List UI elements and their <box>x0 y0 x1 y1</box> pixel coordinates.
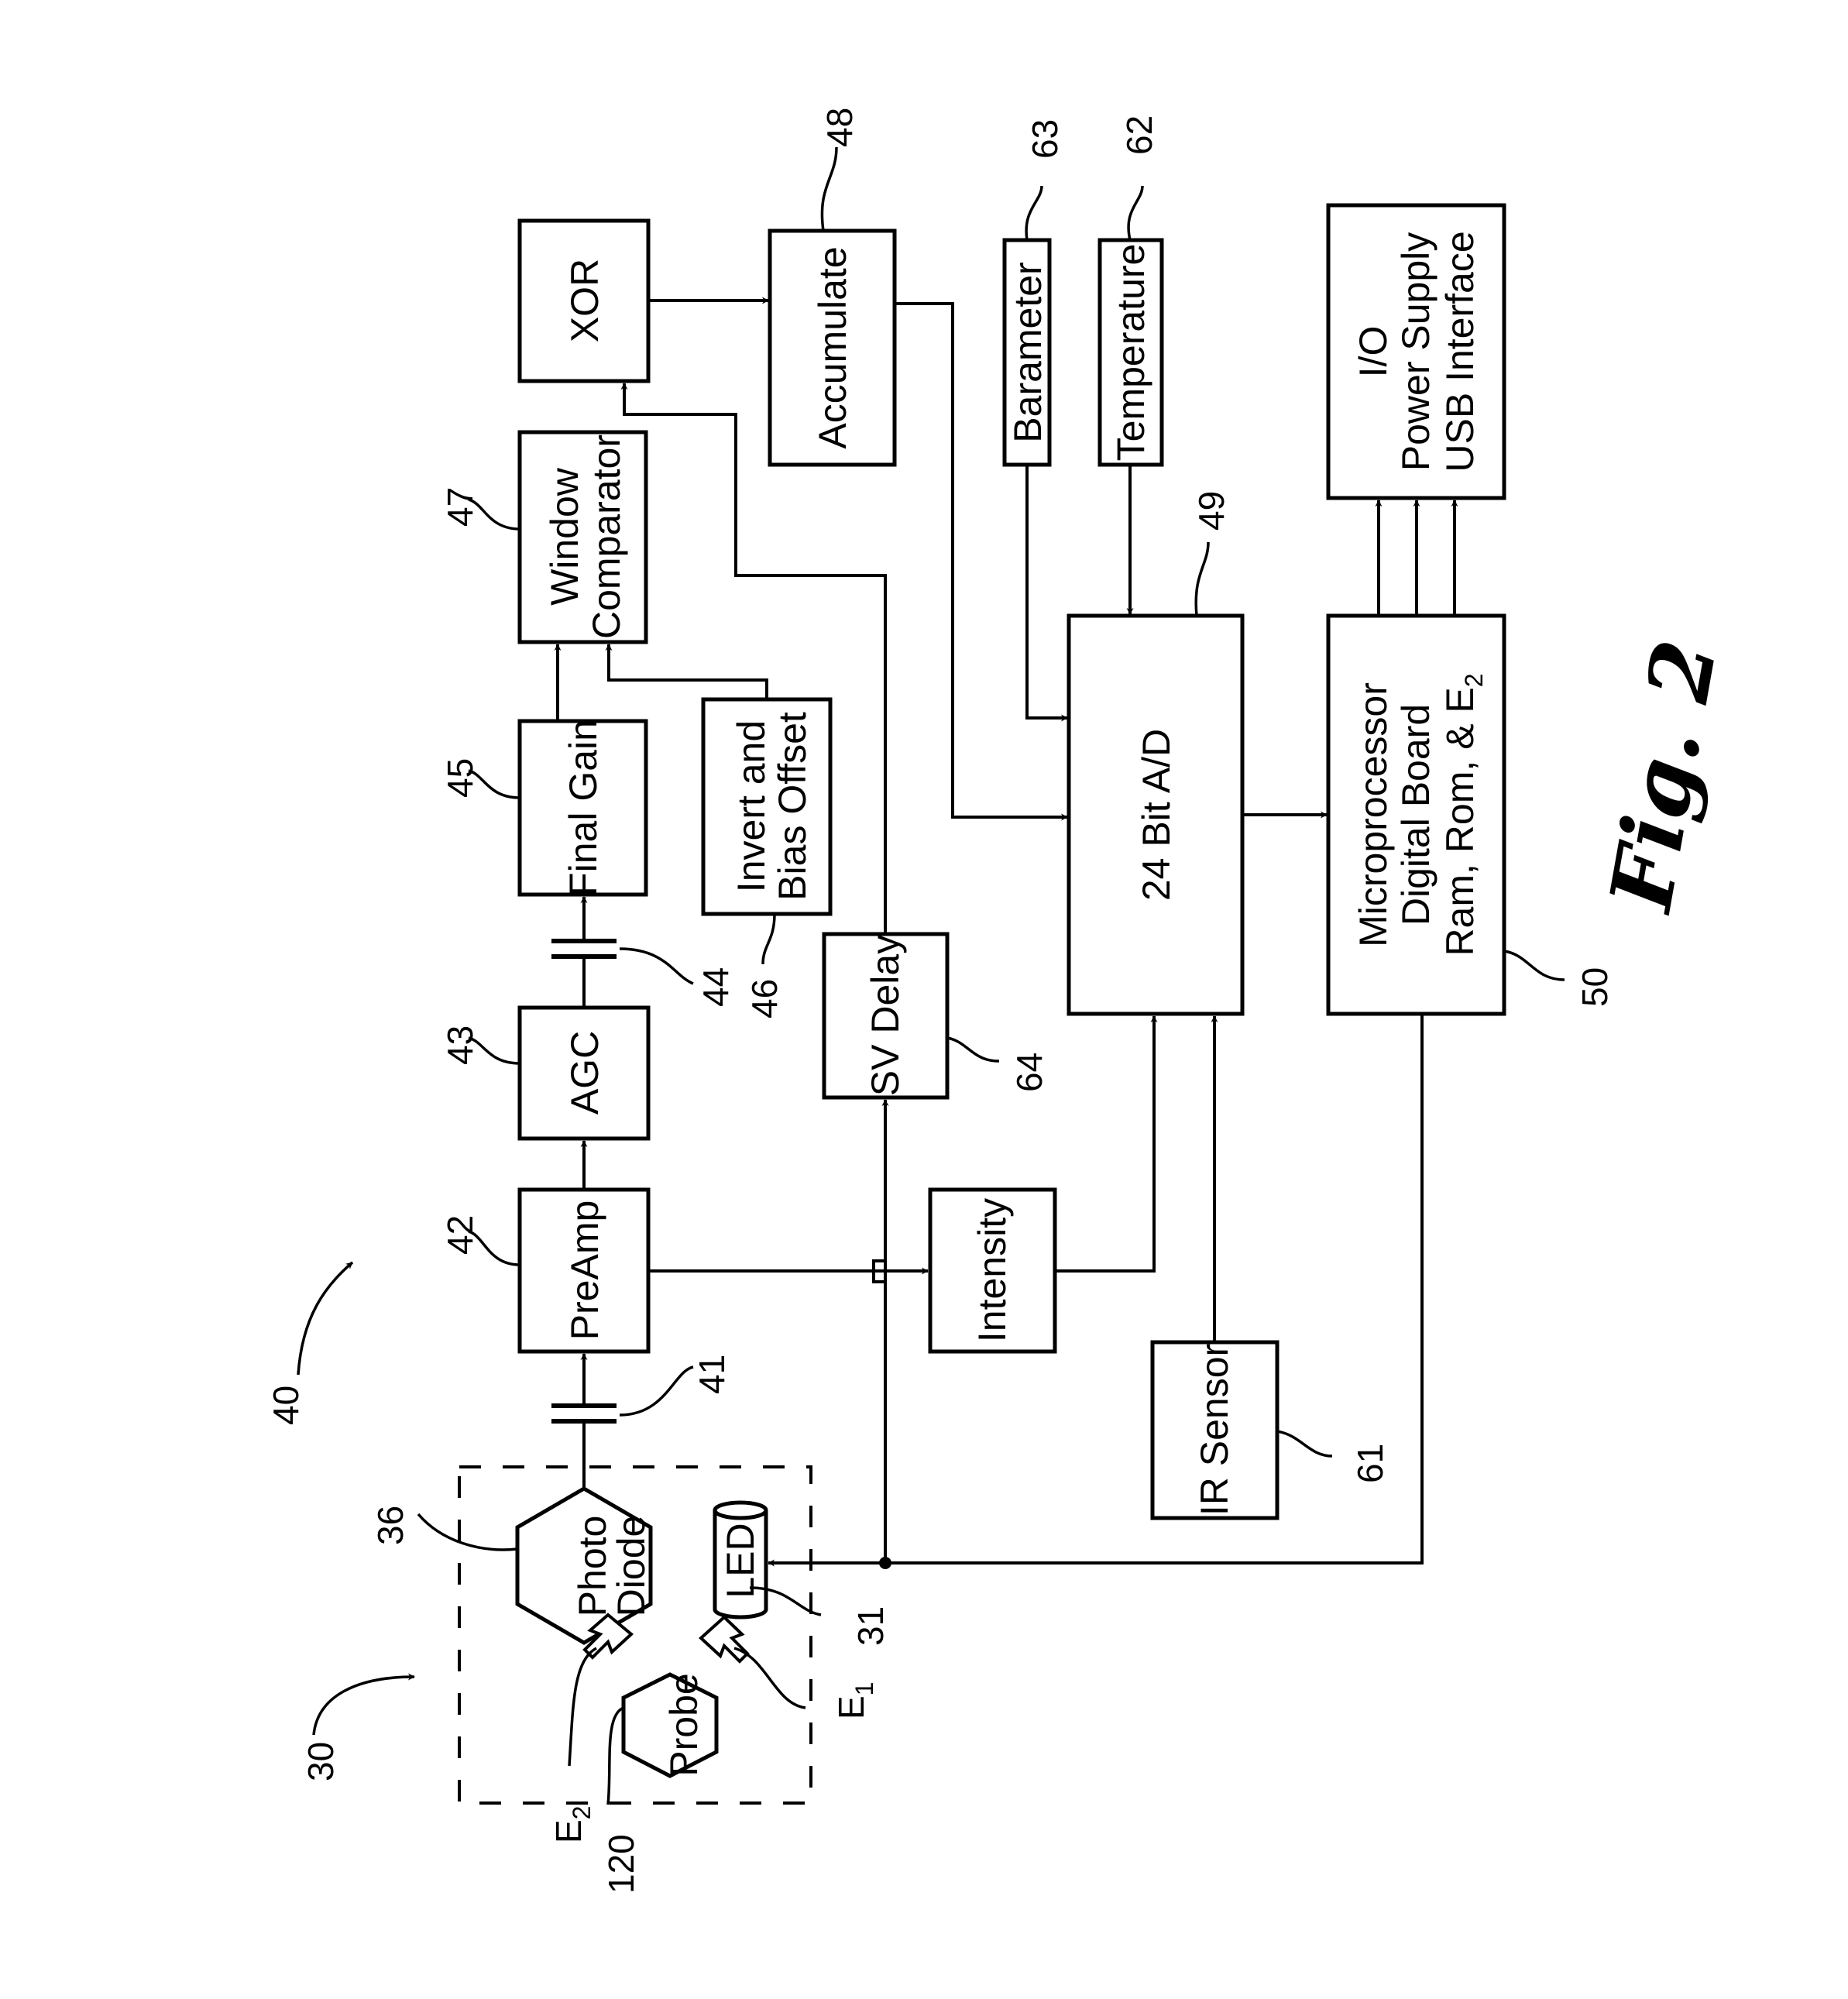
xor-block: XOR <box>520 221 648 381</box>
wire-barameter-adc <box>1027 465 1067 718</box>
agc-block: AGC 43 <box>440 1008 648 1139</box>
io-line3: USB Interface <box>1438 231 1482 472</box>
adc-block: 24 Bit A/D 49 <box>1069 491 1242 1014</box>
window-comparator-line1: Window <box>543 467 586 606</box>
intensity-label: Intensity <box>970 1198 1014 1342</box>
microprocessor-line1: Microprocessor <box>1352 682 1395 947</box>
led: LED 31 <box>715 1503 891 1646</box>
ref-63: 63 <box>1025 119 1065 159</box>
window-comparator-line2: Comparator <box>585 434 628 639</box>
ref-50: 50 <box>1575 967 1615 1007</box>
wire-intensity-adc <box>1055 1016 1154 1271</box>
barameter-block: Barameter 63 <box>1005 119 1065 465</box>
ref-46: 46 <box>744 979 785 1018</box>
ref-e1: E1 <box>831 1682 878 1719</box>
ref-42: 42 <box>440 1215 480 1255</box>
preamp-block: PreAmp 42 <box>440 1190 648 1352</box>
capacitor-44: 44 <box>551 941 736 1007</box>
ref-43: 43 <box>440 1025 480 1065</box>
xor-label: XOR <box>563 259 606 342</box>
ref-44: 44 <box>696 967 736 1007</box>
ref-40: 40 <box>266 1386 306 1425</box>
ref-120: 120 <box>601 1834 641 1894</box>
window-comparator-block: Window Comparator 47 <box>440 432 646 642</box>
probe-label: Probe <box>662 1673 706 1776</box>
ref-36: 36 <box>370 1506 410 1545</box>
intensity-block: Intensity <box>930 1190 1055 1352</box>
ref-47: 47 <box>440 487 480 527</box>
photodiode-line1: Photo <box>571 1516 614 1617</box>
ref-30-pointer: 30 <box>301 1677 414 1781</box>
ref-40-pointer: 40 <box>266 1262 352 1425</box>
photodiode-line2: Diode <box>610 1516 653 1617</box>
ref-61: 61 <box>1350 1444 1390 1483</box>
ref-64: 64 <box>1009 1053 1049 1092</box>
final-gain-block: Final Gain 45 <box>440 720 646 896</box>
capacitor-41: 41 <box>551 1355 732 1421</box>
io-block: I/O Power Supply USB Interface <box>1328 205 1504 498</box>
figure-caption: Fig. 2 <box>1590 633 1736 919</box>
temperature-label: Temperature <box>1109 244 1152 462</box>
probe: Probe 120 <box>601 1673 716 1894</box>
wire-bias-window <box>609 644 767 699</box>
ref-e2: E2 <box>548 1806 596 1843</box>
ref-41: 41 <box>692 1355 732 1394</box>
temperature-block: Temperature 62 <box>1100 115 1162 465</box>
ref-45: 45 <box>440 758 480 798</box>
ref-62: 62 <box>1119 115 1159 155</box>
ref-30: 30 <box>301 1742 341 1781</box>
accumulate-label: Accumulate <box>811 246 854 448</box>
e2-reflection-arrow-icon: E2 <box>548 1615 631 1843</box>
agc-label: AGC <box>563 1031 606 1115</box>
junction-dot <box>879 1557 891 1569</box>
ref-49: 49 <box>1191 491 1231 531</box>
microprocessor-line3: Ram, Rom, & E2 <box>1438 673 1488 956</box>
final-gain-label: Final Gain <box>562 720 605 896</box>
microprocessor-block: Microprocessor Digital Board Ram, Rom, &… <box>1328 616 1615 1014</box>
preamp-label: PreAmp <box>563 1200 606 1341</box>
sv-delay-label: SV Delay <box>864 935 907 1096</box>
adc-label: 24 Bit A/D <box>1135 729 1178 901</box>
microprocessor-line2: Digital Board <box>1394 704 1438 926</box>
ir-sensor-label: IR Sensor <box>1193 1344 1236 1516</box>
sv-delay-block: SV Delay 64 <box>824 934 1049 1097</box>
accumulate-block: Accumulate 48 <box>770 108 895 465</box>
wire-preamp-intensity <box>648 1261 928 1282</box>
io-line1: I/O <box>1352 326 1395 378</box>
barameter-label: Barameter <box>1006 262 1049 442</box>
ref-31: 31 <box>850 1606 891 1646</box>
invert-bias-line2: Bias Offset <box>771 712 814 901</box>
invert-bias-line1: Invert and <box>730 720 773 892</box>
io-line2: Power Supply <box>1394 232 1438 472</box>
ir-sensor-block: IR Sensor 61 <box>1152 1342 1390 1518</box>
ref-48: 48 <box>819 108 860 147</box>
